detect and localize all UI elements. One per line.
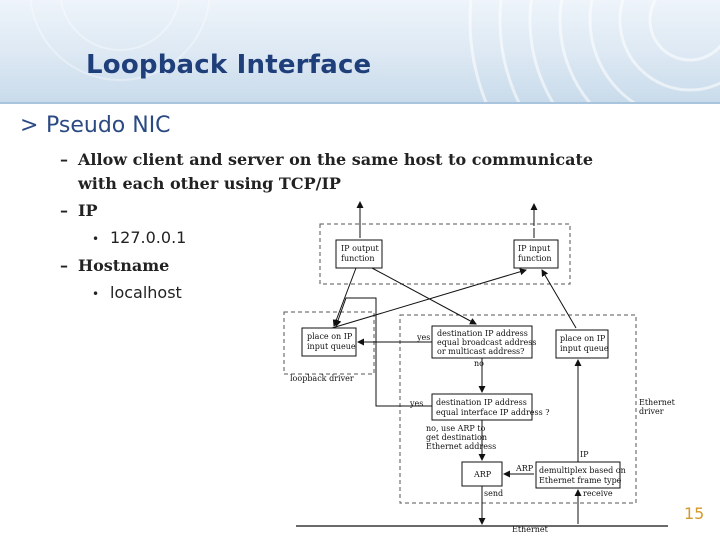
sub-bullet-dot: •: [92, 286, 100, 301]
arp-note-text-1: no, use ARP to: [426, 424, 486, 433]
loopback-driver-group: [283, 311, 375, 375]
ip-layer-group: [319, 223, 571, 285]
ip-label: IP: [580, 450, 589, 459]
bullet-dash: –: [60, 256, 68, 275]
bullet-arrow: >: [20, 113, 39, 138]
ethernet-queue-text-1: place on IP: [560, 334, 606, 343]
send-label: send: [484, 489, 503, 498]
arp-label: ARP: [515, 464, 534, 473]
yes-label-2: yes: [409, 399, 423, 408]
title-banner: [0, 0, 720, 102]
interface-check-text-1: destination IP address: [436, 398, 527, 407]
interface-check-text-2: equal interface IP address ?: [436, 408, 550, 417]
loopback-diagram: IP output function IP input function pla…: [276, 198, 676, 540]
ethernet-driver-group: [399, 314, 637, 504]
broadcast-check-text-1: destination IP address: [437, 329, 528, 338]
ip-input-text-2: function: [518, 254, 552, 263]
arp-box-text: ARP: [473, 470, 492, 479]
arrow-ethqueue-to-input: [541, 269, 577, 329]
ethernet-queue-text-2: input queue: [560, 344, 609, 353]
ethernet-driver-label-1: Ethernet: [639, 398, 676, 407]
banner-divider: [0, 102, 720, 104]
broadcast-check-text-2: equal broadcast address: [437, 338, 536, 347]
sub-bullet-ip-address: • 127.0.0.1: [92, 228, 186, 247]
loopback-queue-text-2: input queue: [307, 342, 356, 351]
broadcast-check-text-3: or multicast address?: [437, 347, 524, 356]
bullet-dash: –: [60, 201, 68, 220]
sub-bullet-localhost-text: localhost: [110, 283, 182, 302]
receive-label: receive: [583, 489, 613, 498]
yes-label-1: yes: [416, 333, 430, 342]
slide-title: Loopback Interface: [86, 50, 372, 80]
bullet-hostname: –Hostname: [60, 254, 169, 278]
bullet-level1-text: Pseudo NIC: [46, 113, 171, 138]
bullet-ip: –IP: [60, 199, 98, 223]
sub-bullet-dot: •: [92, 231, 100, 246]
page-number: 15: [684, 504, 705, 523]
banner-swirl-graphic: [29, 0, 720, 102]
arrow-output-to-broadcast: [371, 267, 477, 325]
ip-output-box: [335, 239, 383, 269]
arp-note-text-2: get destination: [426, 433, 487, 442]
no-label-1: no: [474, 359, 484, 368]
arp-box: [461, 461, 503, 487]
sub-bullet-ip-address-text: 127.0.0.1: [110, 228, 187, 247]
loopback-queue-text-1: place on IP: [307, 332, 353, 341]
arrow-loopback-to-input: [331, 268, 527, 329]
demux-text-1: demultiplex based on: [539, 466, 626, 475]
loopback-queue-box: [301, 327, 357, 357]
bullet-allow-client: –Allow client and server on the same hos…: [60, 148, 593, 196]
loopback-driver-label: loopback driver: [290, 374, 354, 383]
arrow-interface-yes: [334, 297, 432, 407]
ethernet-label: Ethernet: [512, 525, 549, 534]
bullet-text-line2: with each other using TCP/IP: [78, 174, 341, 193]
ip-output-text-1: IP output: [341, 244, 380, 253]
bullet-hostname-text: Hostname: [78, 256, 170, 275]
interface-check-box: [431, 393, 533, 421]
demux-text-2: Ethernet frame type: [539, 476, 622, 485]
ethernet-driver-label-2: driver: [639, 407, 664, 416]
sub-bullet-localhost: • localhost: [92, 283, 182, 302]
bullet-dash: –: [60, 150, 68, 169]
ip-output-text-2: function: [341, 254, 375, 263]
ethernet-queue-box: [555, 329, 609, 359]
ip-input-text-1: IP input: [518, 244, 551, 253]
bullet-text-line1: Allow client and server on the same host…: [78, 150, 594, 169]
ip-input-box: [513, 239, 559, 269]
arrow-output-to-loopback: [332, 267, 357, 327]
arp-note-text-3: Ethernet address: [426, 442, 496, 451]
bullet-ip-text: IP: [78, 201, 98, 220]
bullet-level1: > Pseudo NIC: [20, 113, 171, 138]
